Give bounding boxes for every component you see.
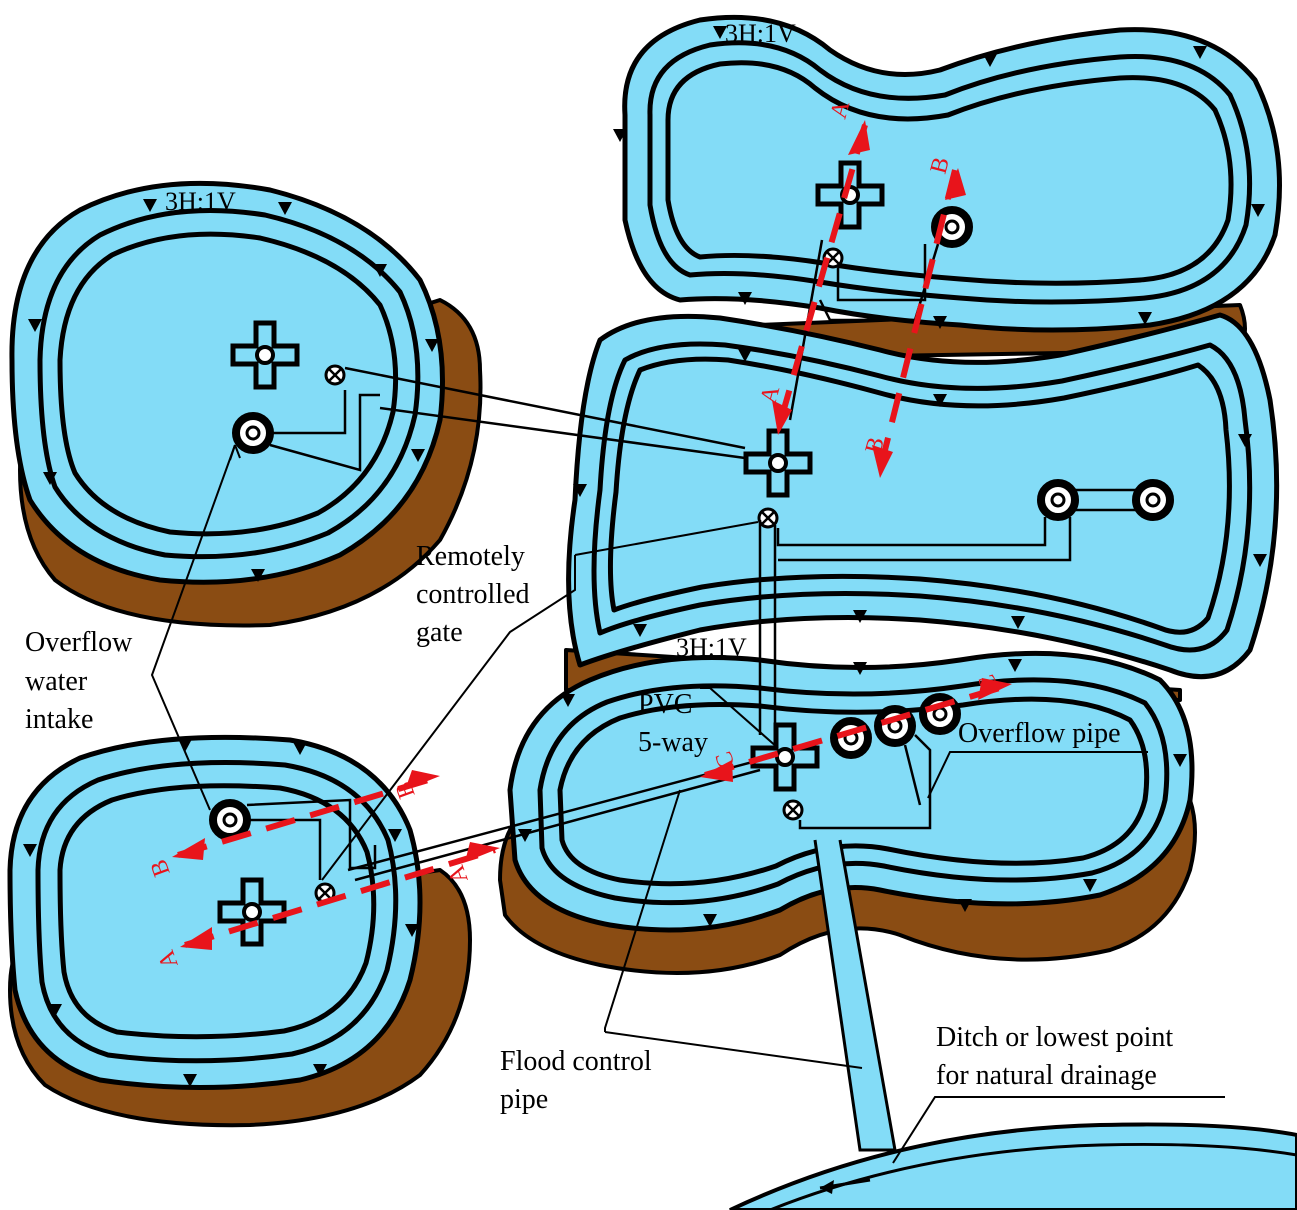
pond-bottom-left: [7, 734, 472, 1128]
pond-top-right: 3H:1V: [613, 14, 1282, 362]
pond-top-left: 3H:1V: [9, 180, 483, 628]
callout-labels: Remotely controlled gate Overflow water …: [25, 541, 1173, 1115]
remote-gate-label-2: controlled: [416, 579, 530, 610]
leader-lines: [150, 444, 1225, 1164]
section-b-mid: B: [861, 434, 890, 456]
pvc-label-1: PVC: [638, 689, 692, 720]
overflow-pipe-label: Overflow pipe: [958, 718, 1121, 749]
gate-valve-icon-mr: [757, 507, 779, 529]
intake-icon-bl: [213, 803, 247, 837]
ditch-label-1: Ditch or lowest point: [936, 1022, 1173, 1053]
pvc-label-2: 5-way: [638, 727, 708, 758]
slope-label-top: 3H:1V: [725, 19, 796, 48]
remote-gate-label-1: Remotely: [416, 541, 525, 572]
intake-icon: [236, 416, 270, 450]
section-a-right: A: [443, 861, 474, 887]
slope-label-bottom: 3H:1V: [676, 633, 747, 662]
section-lines: A A B B B B A A C C: [146, 97, 1012, 972]
gate-valve-icon: [324, 364, 346, 386]
drainage-ditch: [729, 1122, 1297, 1210]
flood-pipe-label-2: pipe: [500, 1084, 548, 1115]
remote-gate-label-3: gate: [416, 617, 463, 648]
section-b-top: B: [926, 154, 955, 176]
flood-pipe-label-1: Flood control: [500, 1046, 652, 1077]
overflow-intake-label-3: intake: [25, 704, 93, 735]
intake-icon-mr1: [1041, 483, 1075, 517]
ditch-label-2: for natural drainage: [936, 1060, 1157, 1091]
overflow-intake-label-1: Overflow: [25, 627, 133, 658]
pond-middle-right: [564, 312, 1280, 702]
intake-icon-mr2: [1136, 483, 1170, 517]
pond-bottom-right: 3H:1V: [498, 633, 1197, 975]
section-b-right: B: [391, 778, 421, 802]
overflow-intake-label-2: water: [25, 666, 88, 697]
slope-label-left: 3H:1V: [165, 187, 236, 216]
gate-valve-icon-br: [782, 799, 804, 821]
